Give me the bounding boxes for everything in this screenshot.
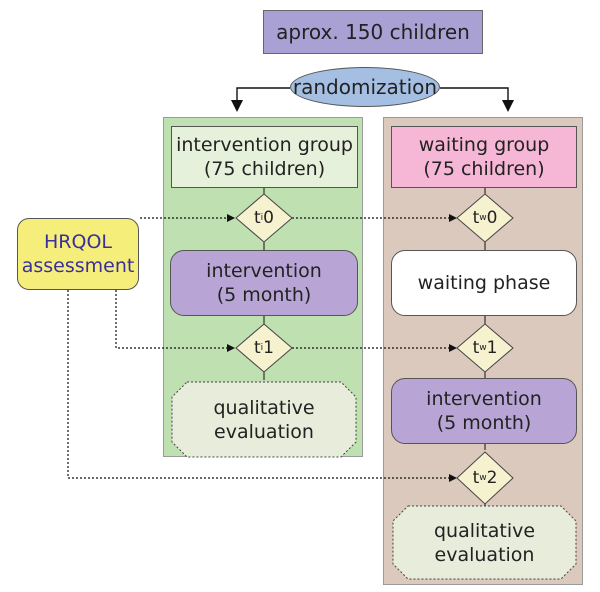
- randomization-ellipse: randomization: [290, 67, 440, 107]
- intervention-label: intervention: [206, 260, 322, 282]
- dotted-arrow-hrqol-tw2: [67, 290, 457, 482]
- split-arrow-right: [440, 87, 514, 112]
- hrqol-assessment-box: HRQOL assessment: [17, 218, 139, 290]
- qualitative-evaluation-waiting: qualitative evaluation: [433, 519, 536, 566]
- octagon-eval-waiting: [392, 505, 577, 580]
- intervention-group-count: (75 children): [203, 158, 326, 180]
- waiting-group-count: (75 children): [423, 158, 545, 180]
- waiting-group-header: waiting group (75 children): [391, 126, 577, 188]
- total-children-box: aprox. 150 children: [263, 10, 483, 54]
- octagon-eval-intervention: [171, 381, 357, 458]
- dotted-arrow-hrqol-ti1: [115, 290, 235, 352]
- hrqol-title: HRQOL: [44, 231, 112, 253]
- diamond-tw0: [456, 193, 514, 243]
- diamond-tw2: [456, 451, 514, 505]
- waiting-phase-label: waiting phase: [417, 272, 551, 294]
- split-arrow-left: [231, 87, 290, 112]
- intervention-box-intervention-group: intervention (5 month): [170, 250, 358, 316]
- diamond-ti1: [235, 323, 293, 373]
- waiting-phase-box: waiting phase: [391, 250, 577, 316]
- intervention-group-title: intervention group: [176, 134, 353, 156]
- randomization-label: randomization: [292, 75, 438, 99]
- intervention-group-header: intervention group (75 children): [171, 126, 358, 188]
- intervention-duration: (5 month): [216, 284, 312, 306]
- diamond-tw1: [456, 323, 514, 373]
- hrqol-subtitle: assessment: [21, 255, 135, 277]
- waiting-group-title: waiting group: [418, 134, 550, 156]
- intervention-box-waiting-group: intervention (5 month): [391, 378, 577, 444]
- total-children-label: aprox. 150 children: [276, 20, 470, 44]
- diamond-ti0: [235, 193, 293, 243]
- qualitative-evaluation-intervention: qualitative evaluation: [213, 396, 315, 443]
